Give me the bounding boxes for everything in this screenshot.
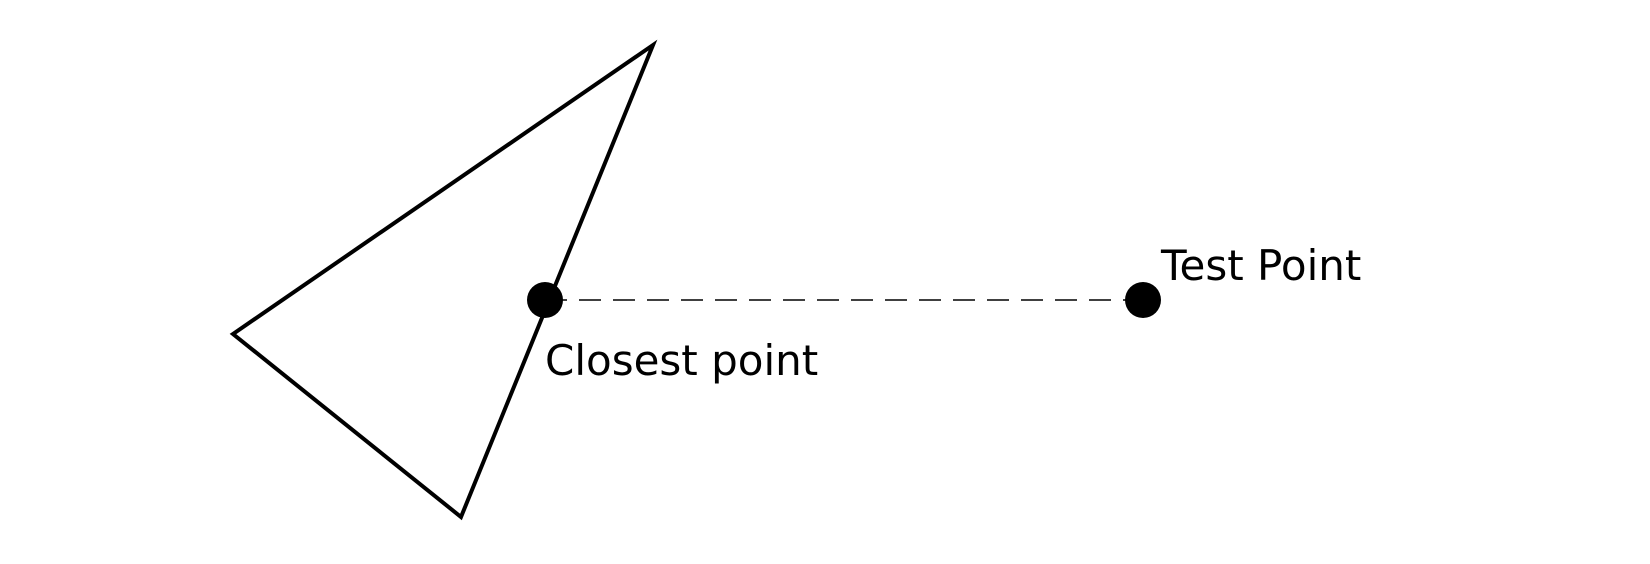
closest-point-label: Closest point <box>545 336 818 385</box>
closest-point-marker <box>527 282 563 318</box>
triangle-shape <box>229 39 658 521</box>
test-point-label: Test Point <box>1160 241 1361 290</box>
test-point-marker <box>1125 282 1161 318</box>
